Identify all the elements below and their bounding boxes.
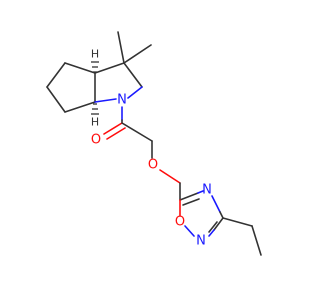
bond-c3-n2-inner [208,221,218,233]
atom-o-ether: O [148,158,158,173]
bond-c3a-c3 [94,62,125,74]
bond-c-o-double-b [106,127,126,140]
bond-o-ch2-b [159,169,181,184]
bond-n4-c3-b [219,211,224,219]
bond-c5-n4-b [197,190,204,194]
bond-c3-n2-b [208,229,215,237]
atom-n-oxadiazole-3: N [202,183,212,198]
structure-canvas: N O O N N O H H [46,31,262,256]
bond-c3-c2 [123,62,143,88]
bond-n4-c3 [211,195,221,213]
atom-h-stereo-top: H [91,48,99,61]
bond-c3-methyl-b [123,44,152,64]
stereo-hash-bottom [91,103,99,115]
bond-c5-n4-a [179,192,199,201]
atom-o-oxadiazole: O [175,215,185,230]
bond-c3-ethyl-ch2 [222,217,253,227]
bond-ethyl-ch2-ch3 [251,225,262,256]
atom-n-ring: N [117,93,127,108]
molecule-drawing: N O O N N O H H [46,31,262,256]
stereo-hash-top [91,61,99,73]
bond-n1-c6a [94,98,117,103]
bond-c3-n2-a [213,217,224,231]
bond-c5-c6 [46,86,66,113]
bond-n2-o1 [184,225,195,237]
bond-carbonyl-ch2 [121,122,153,142]
atom-n-oxadiazole-2: N [196,234,206,249]
bond-c3-methyl-a [117,31,125,64]
bond-c6-c6a [64,101,96,113]
atom-h-stereo-bottom: H [91,116,99,129]
bond-c5-n4-inner [182,198,200,206]
bond-c3a-c4 [64,62,96,74]
bond-c4-c5 [46,62,66,88]
bond-c-o-double-a [103,122,123,135]
bond-c2-n1 [127,86,143,99]
atom-o-carbonyl: O [91,133,101,148]
